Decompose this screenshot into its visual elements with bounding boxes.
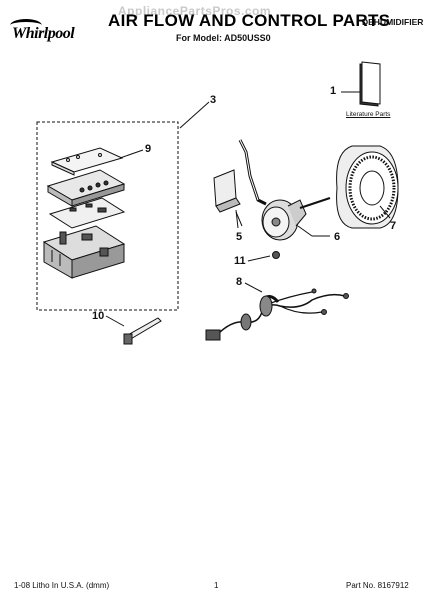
wire-harness-icon (205, 282, 349, 341)
literature-book-icon (341, 61, 381, 107)
model-label: For Model: AD50USS0 (176, 33, 271, 43)
control-panel-overlay-icon (50, 147, 144, 176)
whirlpool-logo: Whirlpool (8, 17, 86, 43)
brand-name: Whirlpool (12, 25, 75, 42)
footer-litho: 1-08 Litho In U.S.A. (dmm) (14, 581, 110, 590)
control-assembly-box (36, 121, 179, 311)
cable-tie-icon (105, 315, 162, 345)
callout-10: 10 (92, 310, 105, 322)
callout-6: 6 (334, 231, 341, 243)
footer-part-number: Part No. 8167912 (346, 581, 409, 590)
motor-bracket-icon (213, 169, 241, 229)
control-chassis-icon (42, 225, 126, 279)
control-board-icon (46, 169, 126, 229)
literature-parts-label: Literature Parts (346, 111, 391, 118)
watermark: AppliancePartsPros.com (118, 4, 272, 18)
callout-3: 3 (210, 94, 217, 106)
callout-8: 8 (236, 276, 243, 288)
callout-7: 7 (390, 220, 397, 232)
callout-9: 9 (145, 143, 152, 155)
logo-swoosh-icon (10, 19, 42, 32)
category-label: DEHUMIDIFIER (362, 17, 424, 27)
footer-page-number: 1 (214, 581, 219, 590)
blower-wheel-icon (336, 145, 399, 229)
screw-icon (247, 251, 280, 262)
callout-5: 5 (236, 231, 243, 243)
callout-11: 11 (234, 255, 246, 267)
callout-1: 1 (330, 85, 337, 97)
fan-motor-icon (261, 197, 331, 241)
page-title: AIR FLOW AND CONTROL PARTS (108, 11, 391, 30)
